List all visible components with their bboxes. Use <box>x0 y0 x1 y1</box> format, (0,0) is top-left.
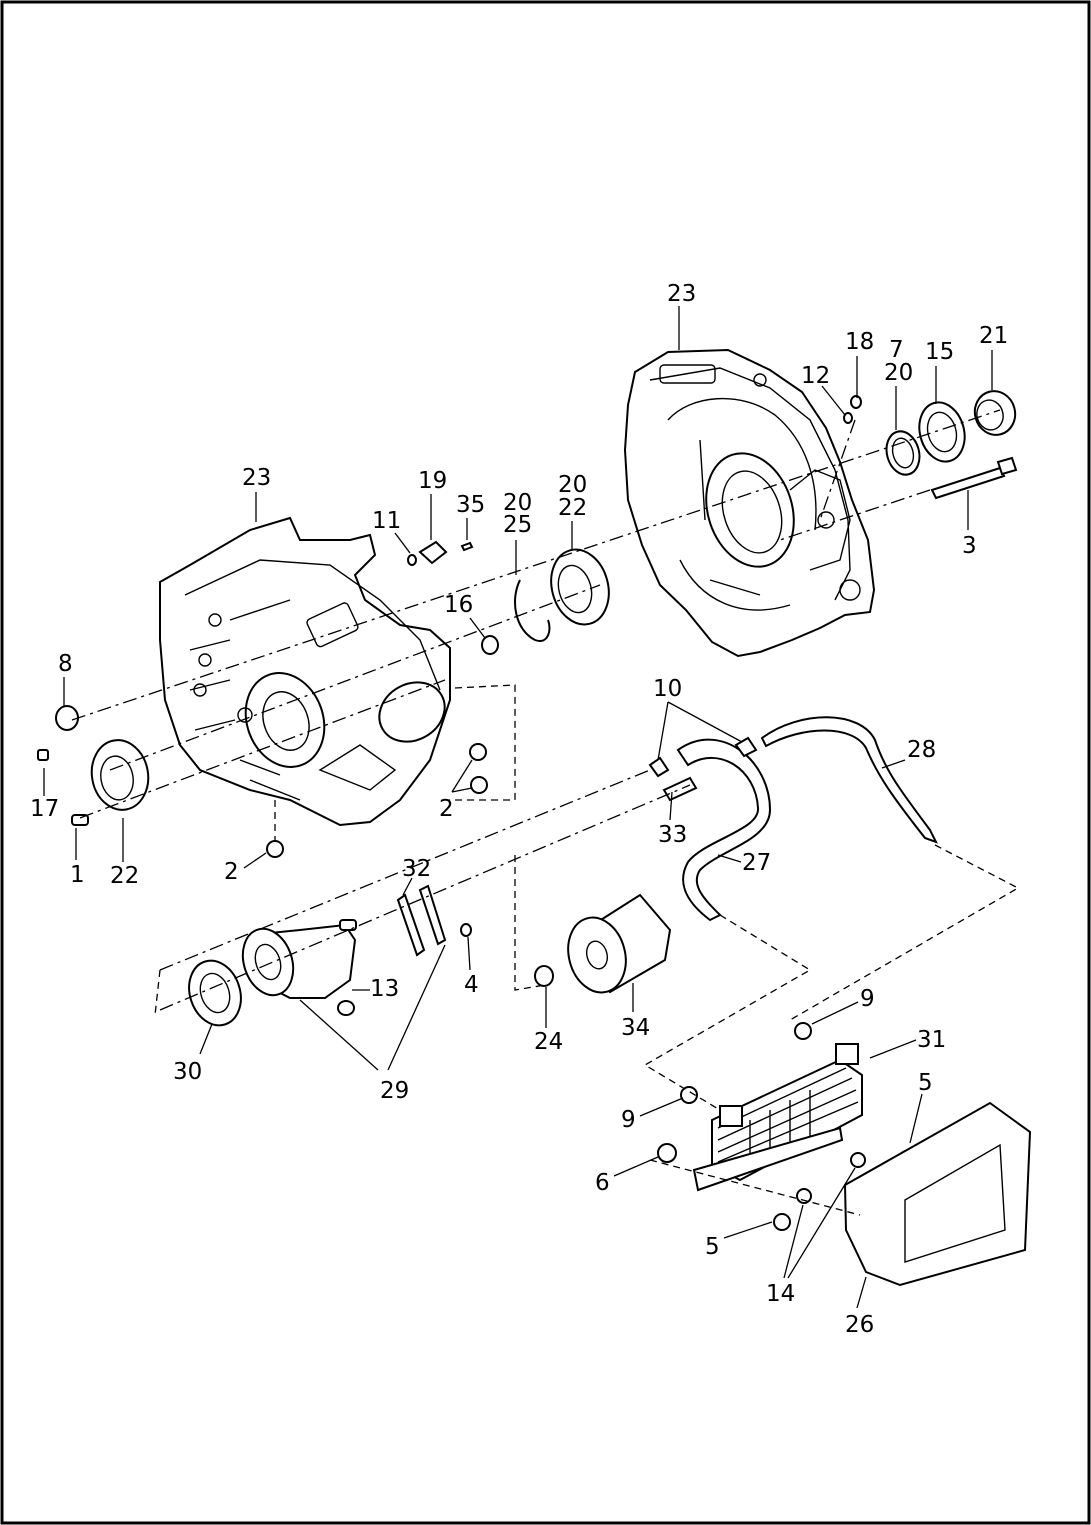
links-32 <box>396 884 447 957</box>
fitting-19-11-35 <box>407 540 474 566</box>
screw-4-13 <box>337 923 472 1016</box>
callout-21: 21 <box>979 323 1008 349</box>
callout-5-right: 5 <box>918 1070 933 1096</box>
gasket-30 <box>188 959 242 1027</box>
bearing-8 <box>55 705 79 731</box>
callout-13: 13 <box>370 976 399 1002</box>
callout-29: 29 <box>380 1078 409 1104</box>
callout-2-bottom: 2 <box>224 859 239 885</box>
callout-1: 1 <box>70 862 85 888</box>
callout-32: 32 <box>402 856 431 882</box>
dowel-17 <box>37 749 49 761</box>
callout-19: 19 <box>418 468 447 494</box>
plug-1 <box>71 814 89 826</box>
callout-27: 27 <box>742 850 771 876</box>
clamps-10 <box>648 736 758 778</box>
callout-15: 15 <box>925 339 954 365</box>
hose-28 <box>760 716 939 844</box>
oil-pump-29 <box>241 919 357 999</box>
callout-12: 12 <box>801 363 830 389</box>
fasteners-9-6-5-14 <box>657 1022 916 1231</box>
bushing-16 <box>481 635 499 655</box>
right-crankcase <box>623 348 876 658</box>
callout-labels: 23 18 7 15 21 12 20 3 23 19 35 11 20 25 … <box>30 281 1008 1338</box>
callout-22-lower: 22 <box>110 863 139 889</box>
spacer-7-20 <box>885 430 921 476</box>
callout-30: 30 <box>173 1059 202 1085</box>
callout-16: 16 <box>444 592 473 618</box>
callout-20-bearing: 20 <box>558 472 587 498</box>
hose-27 <box>676 738 772 922</box>
leader-lines <box>43 306 993 1309</box>
bearing-22-lower <box>90 739 150 811</box>
callout-3: 3 <box>962 533 977 559</box>
oil-filter-34 <box>567 893 672 994</box>
callout-11: 11 <box>372 508 401 534</box>
bearing-22-upper <box>550 548 610 626</box>
callout-25: 25 <box>503 512 532 538</box>
callout-10: 10 <box>653 676 682 702</box>
plugs-2 <box>266 743 488 858</box>
fitting-33 <box>662 776 698 802</box>
callout-8: 8 <box>58 651 73 677</box>
left-crankcase <box>159 516 451 827</box>
callout-23-lower: 23 <box>242 465 271 491</box>
oil-cooler-31 <box>692 1043 863 1192</box>
callout-33: 33 <box>658 822 687 848</box>
callout-26: 26 <box>845 1312 874 1338</box>
callout-20-right: 20 <box>884 360 913 386</box>
callout-28: 28 <box>907 737 936 763</box>
callout-5-left: 5 <box>705 1234 720 1260</box>
assembly-centerlines <box>71 409 1020 1216</box>
bearing-21 <box>973 390 1017 436</box>
callout-14: 14 <box>766 1281 795 1307</box>
callout-23-upper: 23 <box>667 281 696 307</box>
callout-18: 18 <box>845 329 874 355</box>
callout-9-upper: 9 <box>860 986 875 1012</box>
callout-34: 34 <box>621 1015 650 1041</box>
callout-6: 6 <box>595 1170 610 1196</box>
callout-22-upper: 22 <box>558 495 587 521</box>
pin-18-12 <box>843 395 862 424</box>
callout-4: 4 <box>464 972 479 998</box>
seal-15 <box>918 401 966 463</box>
adapter-24 <box>534 965 554 987</box>
callout-31: 31 <box>917 1027 946 1053</box>
callout-7: 7 <box>889 337 904 363</box>
callout-24: 24 <box>534 1029 563 1055</box>
cooler-cover-26 <box>843 1101 1032 1287</box>
callout-2-right: 2 <box>439 796 454 822</box>
callout-9-lower: 9 <box>621 1107 636 1133</box>
stud-3 <box>930 456 1018 500</box>
callout-20-ring: 20 <box>503 490 532 516</box>
callout-35: 35 <box>456 492 485 518</box>
callout-17: 17 <box>30 796 59 822</box>
